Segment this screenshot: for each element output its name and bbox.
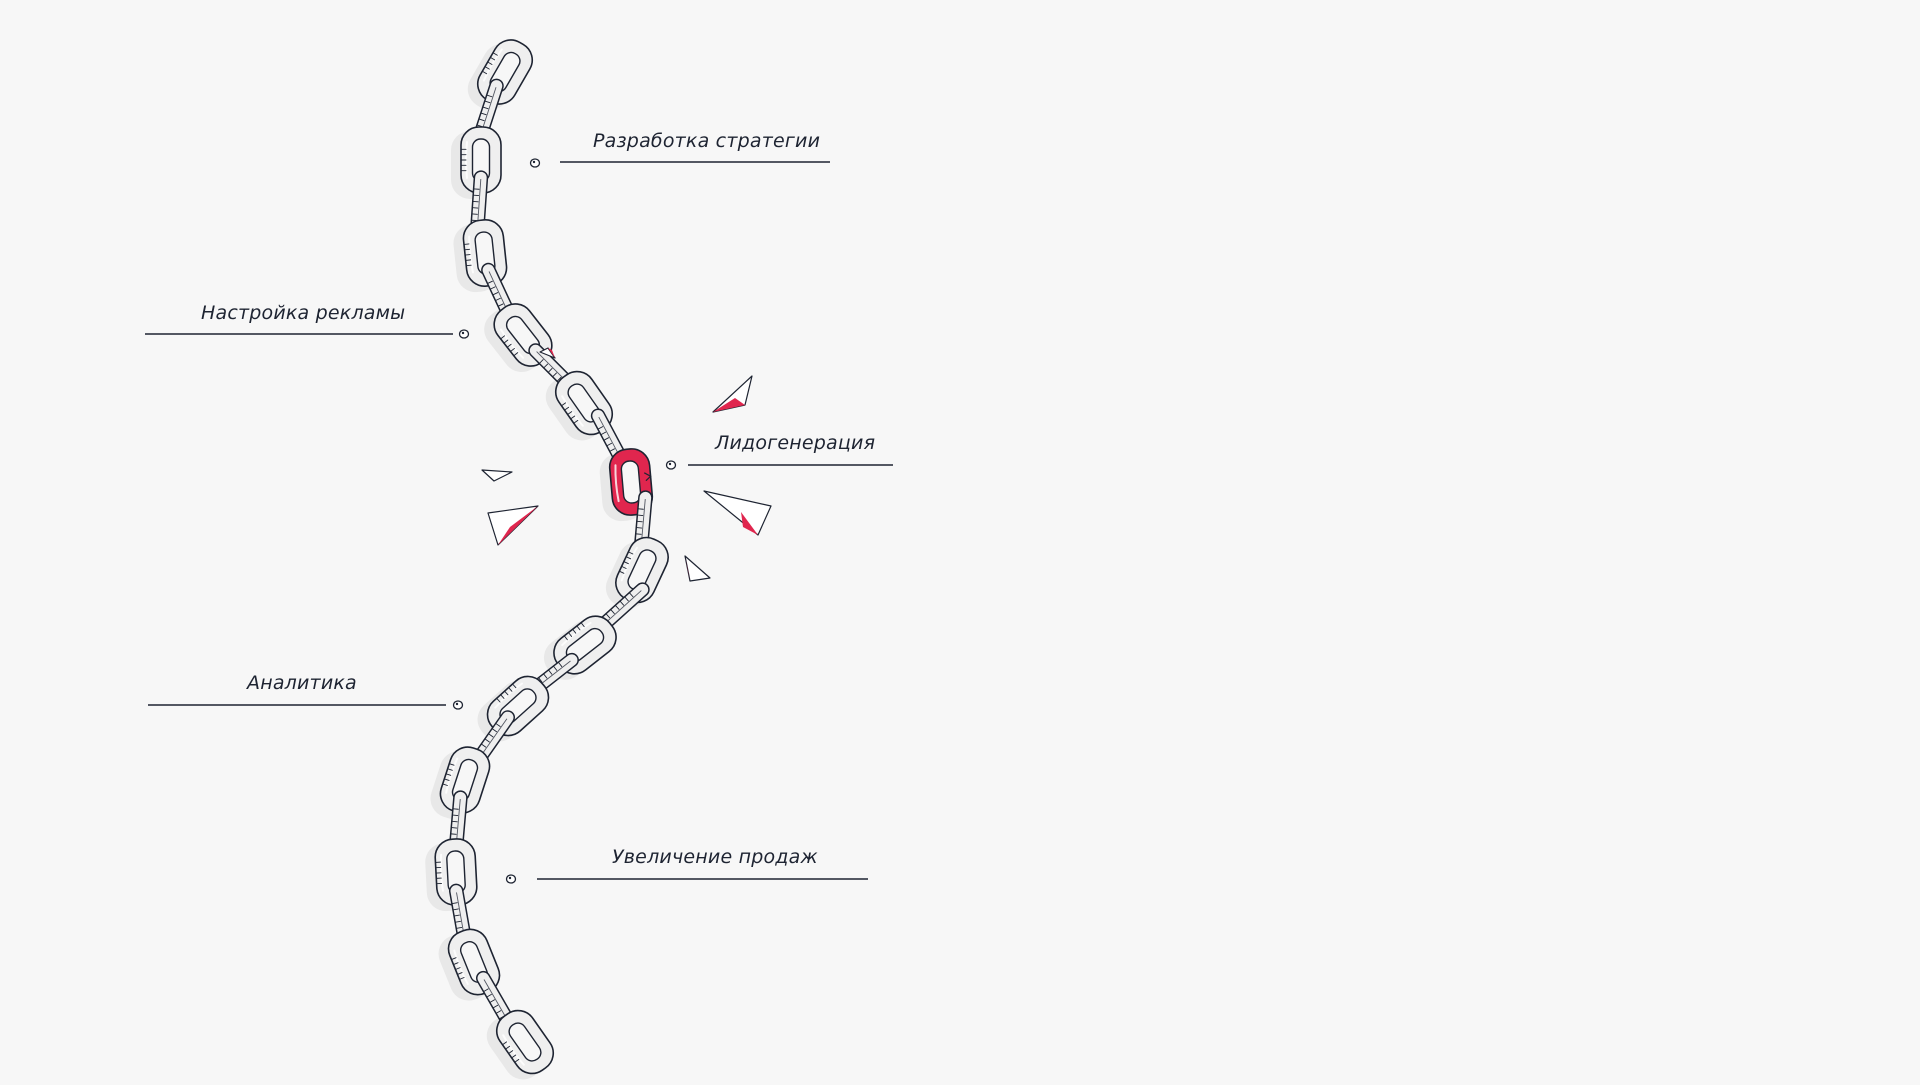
hatch-stroke	[464, 244, 469, 245]
stage-label-analytics: Аналитика	[247, 672, 357, 694]
hatch-stroke	[466, 260, 471, 261]
callout-dot	[460, 330, 469, 338]
stage-label-lead-generation: Лидогенерация	[715, 432, 875, 454]
chain-links	[434, 33, 674, 1080]
hatch-stroke	[465, 249, 470, 250]
callout-dot	[667, 461, 676, 469]
callout-dot-center	[456, 703, 458, 705]
callout-dot-center	[509, 877, 511, 879]
stage-label-ads-setup: Настройка рекламы	[201, 302, 405, 324]
callout-dot	[507, 875, 516, 883]
hatch-stroke	[465, 255, 470, 256]
chain-shard-icon	[704, 491, 771, 535]
chain-shard-icon	[482, 470, 512, 481]
callout-dot	[531, 159, 540, 167]
callout-dot-center	[533, 161, 535, 163]
stage-label-sales-growth: Увеличение продаж	[612, 846, 818, 868]
callout-dot-center	[462, 332, 464, 334]
chain-shard-icon	[685, 556, 710, 581]
hatch-stroke	[466, 265, 471, 266]
stage-label-strategy: Разработка стратегии	[593, 130, 820, 152]
callout-dot-center	[669, 463, 671, 465]
callout-dot	[454, 701, 463, 709]
